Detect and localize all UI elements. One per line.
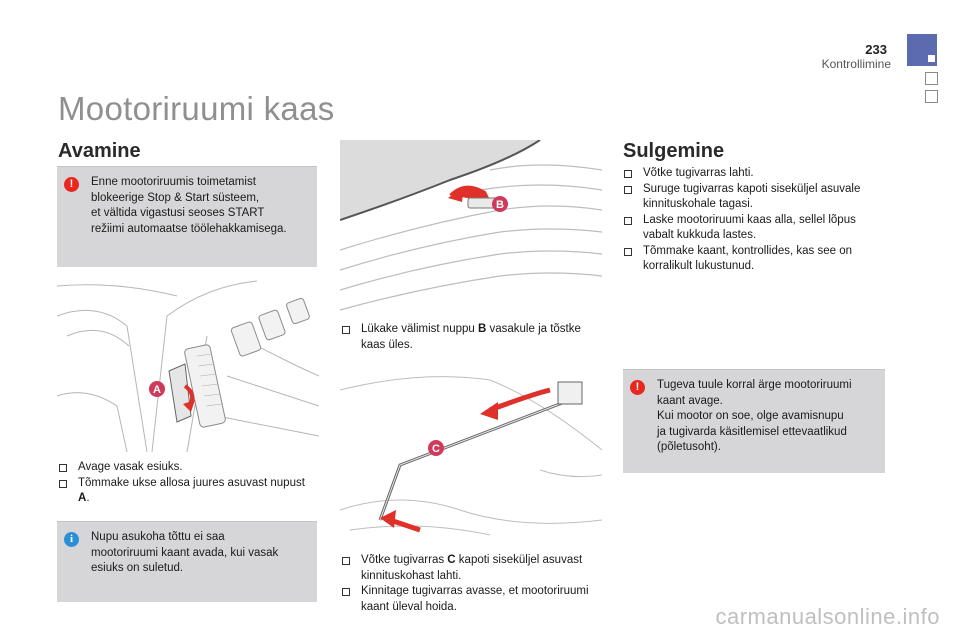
step-item: Suruge tugivarras kapoti siseküljel asuv…: [624, 182, 886, 213]
tab-marker-icon: [928, 55, 935, 62]
checkbox-icon: [59, 479, 67, 488]
label-a-marker: [149, 381, 165, 397]
step-text: Laske mootoriruumi kaas alla, sellel lõp…: [643, 213, 856, 242]
warning-line: ja tugivarda käsitlemisel ettevaatlikud: [657, 425, 847, 438]
checkbox-icon: [342, 326, 350, 334]
step-text: Lükake välimist nuppu: [361, 323, 478, 335]
step-text: Suruge tugivarras kapoti siseküljel asuv…: [643, 182, 861, 211]
page-number: 233: [865, 42, 887, 57]
step-item: Avage vasak esiuks.: [59, 460, 309, 476]
step-bold-label: C: [447, 554, 456, 566]
section-tab-active[interactable]: [907, 34, 937, 66]
info-line: Nupu asukoha tõttu ei saa: [91, 531, 225, 543]
step-item: Võtke tugivarras lahti.: [624, 166, 886, 182]
label-c: C: [432, 443, 440, 455]
warning-line: et vältida vigastusi seoses START: [91, 207, 265, 219]
warning-text: Tugeva tuule korral ärge mootoriruumi ka…: [657, 378, 879, 456]
page-title: Mootoriruumi kaas: [58, 90, 335, 127]
info-icon: i: [64, 532, 79, 547]
warning-line: (põletusoht).: [657, 441, 721, 453]
warning-line: režiimi automaatse töölehakkamisega.: [91, 222, 287, 235]
step-item: Kinnitage tugivarras avasse, et mootorir…: [342, 584, 604, 615]
checkbox-icon: [342, 588, 350, 596]
step-item: Laske mootoriruumi kaas alla, sellel lõp…: [624, 213, 886, 244]
checkbox-icon: [624, 170, 632, 178]
info-line: mootoriruumi kaant avada, kui vasak: [91, 546, 279, 559]
warning-text: Enne mootoriruumis toimetamist blokeerig…: [91, 175, 311, 237]
step-item: Võtke tugivarras C kapoti siseküljel asu…: [342, 553, 604, 584]
checkbox-icon: [624, 216, 632, 225]
section-tab[interactable]: [925, 72, 938, 85]
prop-rod-illustration: C: [340, 370, 602, 542]
checkbox-icon: [624, 185, 632, 194]
step-text: Tõmmake kaant, kontrollides, kas see on …: [643, 244, 853, 273]
figure-grille-latch: B: [340, 140, 602, 312]
step-bold-label: A: [78, 492, 87, 504]
step-text: Võtke tugivarras: [361, 554, 448, 566]
section-heading-opening: Avamine: [58, 140, 141, 162]
warning-line: blokeerige Stop & Start süsteem,: [91, 191, 260, 204]
warning-box-closing: ! Tugeva tuule korral ärge mootoriruumi …: [623, 369, 885, 473]
info-text: Nupu asukoha tõttu ei saa mootoriruumi k…: [91, 530, 311, 577]
step-text: .: [86, 492, 90, 504]
label-b: B: [496, 199, 504, 211]
middle-steps-c: Võtke tugivarras C kapoti siseküljel asu…: [342, 553, 604, 615]
step-bold-label: B: [477, 323, 487, 335]
step-text: kapoti siseküljel asuvast kinnituskohast…: [361, 554, 583, 582]
warning-line: Kui mootor on soe, olge avamisnupu: [657, 410, 844, 422]
step-item: Tõmmake kaant, kontrollides, kas see on …: [624, 244, 886, 275]
closing-steps: Võtke tugivarras lahti. Suruge tugivarra…: [624, 166, 886, 275]
warning-icon: !: [630, 380, 645, 395]
label-a: A: [153, 384, 161, 396]
label-b-marker: [492, 196, 508, 212]
figure-hood-release-lever: A: [57, 276, 319, 452]
step-item: Lükake välimist nuppu B vasakule ja tõst…: [342, 322, 600, 353]
step-text: Avage vasak esiuks.: [78, 461, 183, 473]
section-tab[interactable]: [925, 90, 938, 103]
label-c-marker: [428, 440, 444, 456]
step-text: Tõmmake ukse allosa juures asuvast nupus…: [78, 476, 305, 489]
warning-box-opening: ! Enne mootoriruumis toimetamist blokeer…: [57, 166, 317, 267]
warning-line: Tugeva tuule korral ärge mootoriruumi: [657, 379, 852, 391]
info-line: esiuks on suletud.: [91, 562, 184, 574]
step-text: vasakule ja tõstke kaas üles.: [361, 323, 581, 351]
opening-steps: Avage vasak esiuks. Tõmmake ukse allosa …: [59, 460, 309, 507]
warning-icon: !: [64, 177, 79, 192]
checkbox-icon: [342, 557, 350, 565]
info-box-opening: i Nupu asukoha tõttu ei saa mootoriruumi…: [57, 521, 317, 602]
warning-line: Enne mootoriruumis toimetamist: [91, 176, 256, 188]
step-item: Tõmmake ukse allosa juures asuvast nupus…: [59, 476, 309, 507]
middle-step-b: Lükake välimist nuppu B vasakule ja tõst…: [342, 322, 600, 353]
figure-prop-rod: C: [340, 370, 602, 542]
warning-line: kaant avage.: [657, 394, 723, 407]
section-heading-closing: Sulgemine: [623, 140, 725, 162]
step-text: Kinnitage tugivarras avasse, et mootorir…: [361, 585, 589, 613]
step-text: Võtke tugivarras lahti.: [643, 167, 754, 179]
checkbox-icon: [624, 247, 632, 256]
footwell-illustration: A: [57, 280, 319, 452]
watermark: carmanualsonline.info: [715, 604, 940, 629]
section-name: Kontrollimine: [821, 57, 891, 71]
checkbox-icon: [59, 464, 67, 472]
grille-illustration: B: [340, 140, 602, 312]
